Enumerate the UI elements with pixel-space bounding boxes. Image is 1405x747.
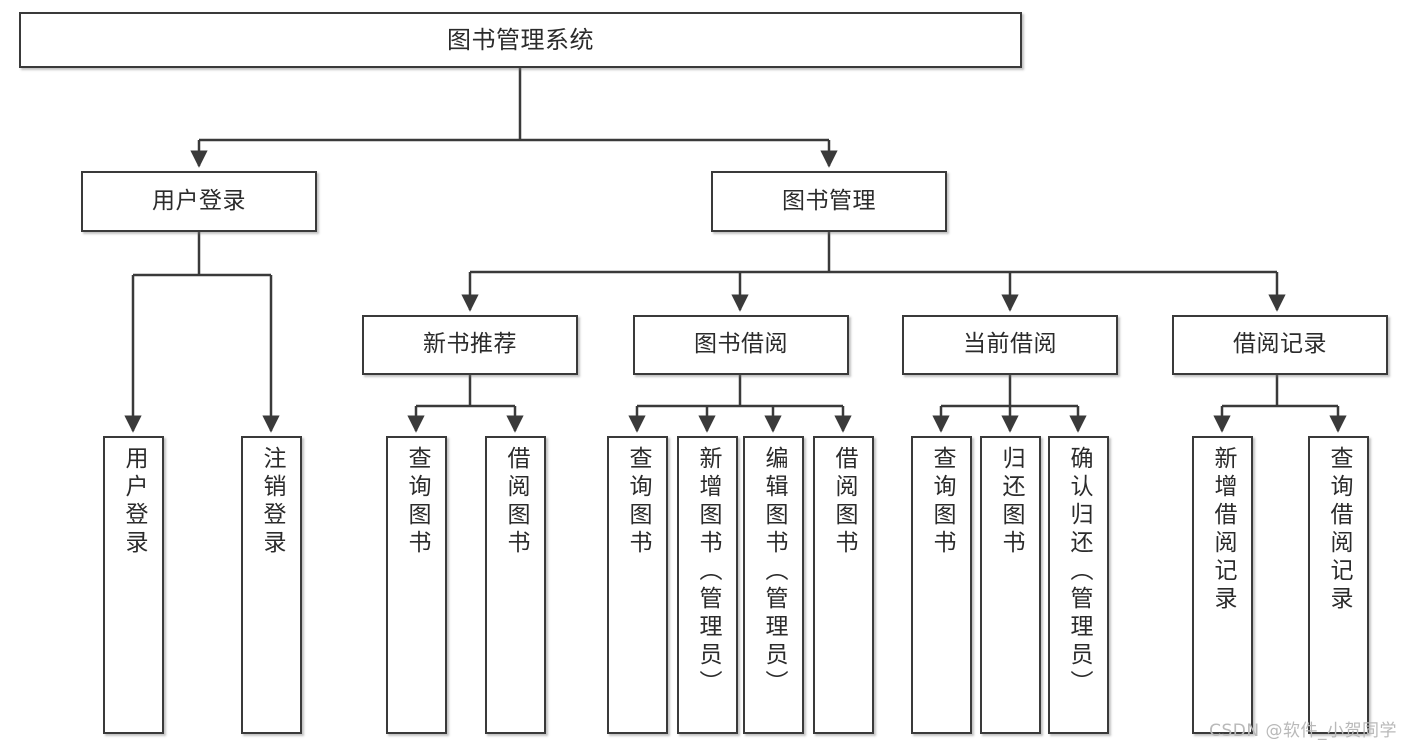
leaf-user-login-logout[interactable]: 注销登录 bbox=[241, 436, 302, 734]
leaf-borrow-record-add-record[interactable]: 新增借阅记录 bbox=[1192, 436, 1253, 734]
node-label: 借阅记录 bbox=[1233, 331, 1327, 358]
leaf-new-book-query-book[interactable]: 查询图书 bbox=[386, 436, 447, 734]
node-label: 注销登录 bbox=[259, 446, 285, 558]
node-label: 查询借阅记录 bbox=[1326, 446, 1352, 614]
leaf-current-borrow-confirm-return-admin[interactable]: 确认归还（管理员） bbox=[1048, 436, 1109, 734]
node-label: 图书管理系统 bbox=[447, 25, 594, 54]
leaf-current-borrow-return-book[interactable]: 归还图书 bbox=[980, 436, 1041, 734]
node-label: 借阅图书 bbox=[503, 446, 529, 558]
node-user-login[interactable]: 用户登录 bbox=[81, 171, 317, 232]
node-label: 查询图书 bbox=[404, 446, 430, 558]
node-root-book-management-system[interactable]: 图书管理系统 bbox=[19, 12, 1022, 68]
node-label: 用户登录 bbox=[121, 446, 147, 558]
leaf-book-borrow-add-book-admin[interactable]: 新增图书（管理员） bbox=[677, 436, 738, 734]
node-label: 当前借阅 bbox=[963, 331, 1057, 358]
node-label: 查询图书 bbox=[929, 446, 955, 558]
node-current-borrow[interactable]: 当前借阅 bbox=[902, 315, 1118, 375]
node-label: 新增图书（管理员） bbox=[695, 446, 721, 698]
csdn-watermark: CSDN @软件_小贺同学 bbox=[1209, 721, 1397, 741]
leaf-user-login-login[interactable]: 用户登录 bbox=[103, 436, 164, 734]
node-label: 编辑图书（管理员） bbox=[761, 446, 787, 698]
node-label: 新书推荐 bbox=[423, 331, 517, 358]
node-label: 归还图书 bbox=[998, 446, 1024, 558]
leaf-book-borrow-edit-book-admin[interactable]: 编辑图书（管理员） bbox=[743, 436, 804, 734]
node-label: 图书借阅 bbox=[694, 331, 788, 358]
node-book-borrow[interactable]: 图书借阅 bbox=[633, 315, 849, 375]
node-label: 用户登录 bbox=[152, 187, 246, 214]
node-label: 借阅图书 bbox=[831, 446, 857, 558]
leaf-new-book-borrow-book[interactable]: 借阅图书 bbox=[485, 436, 546, 734]
node-borrow-record[interactable]: 借阅记录 bbox=[1172, 315, 1388, 375]
leaf-book-borrow-borrow-book[interactable]: 借阅图书 bbox=[813, 436, 874, 734]
node-label: 查询图书 bbox=[625, 446, 651, 558]
node-book-management[interactable]: 图书管理 bbox=[711, 171, 947, 232]
node-new-book-recommend[interactable]: 新书推荐 bbox=[362, 315, 578, 375]
node-label: 图书管理 bbox=[782, 187, 876, 214]
leaf-borrow-record-query-record[interactable]: 查询借阅记录 bbox=[1308, 436, 1369, 734]
leaf-current-borrow-query-book[interactable]: 查询图书 bbox=[911, 436, 972, 734]
node-label: 新增借阅记录 bbox=[1210, 446, 1236, 614]
node-label: 确认归还（管理员） bbox=[1066, 446, 1092, 698]
leaf-book-borrow-query-book[interactable]: 查询图书 bbox=[607, 436, 668, 734]
